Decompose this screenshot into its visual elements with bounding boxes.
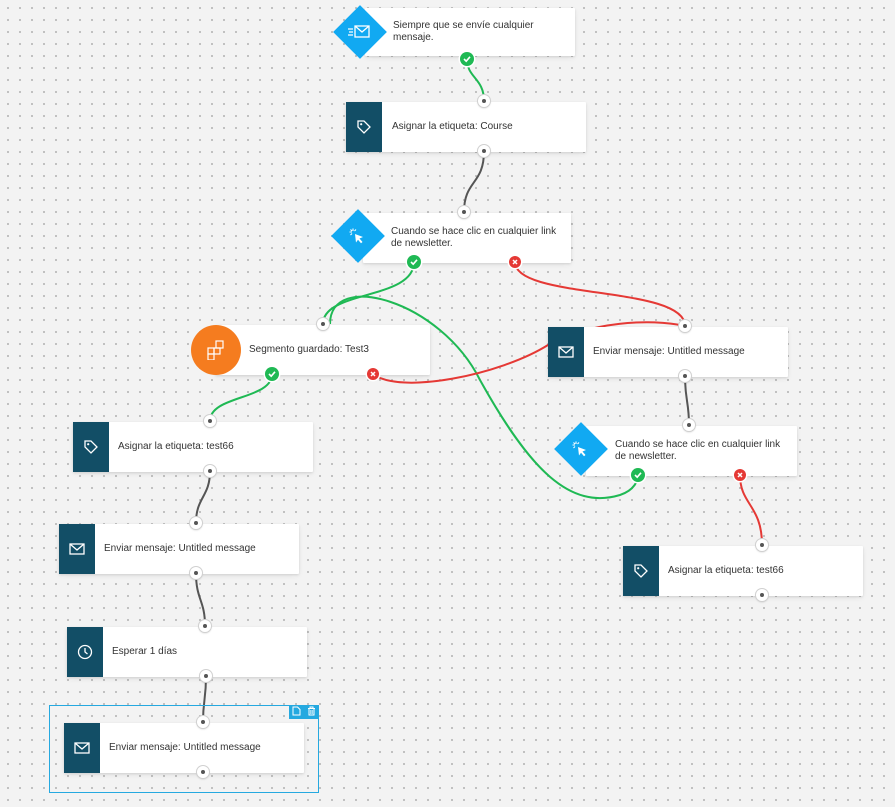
trigger-diamond[interactable] <box>332 5 387 59</box>
node-label: Segmento guardado: Test3 <box>249 344 369 355</box>
node-label: Esperar 1 días <box>112 646 178 657</box>
selection-toolbar <box>289 705 319 719</box>
input-port[interactable] <box>458 206 470 218</box>
click-trigger-diamond[interactable] <box>330 209 385 263</box>
connector-tag-course-to-click-1 <box>463 150 485 213</box>
node-tag-test66-right[interactable]: Asignar la etiqueta: test66 <box>623 546 863 596</box>
click-trigger-diamond[interactable] <box>553 422 608 476</box>
node-wait[interactable]: Esperar 1 días <box>67 627 307 677</box>
no-badge[interactable] <box>367 368 379 380</box>
cursor-click-icon <box>553 422 607 476</box>
input-port[interactable] <box>478 95 490 107</box>
node-click-1[interactable]: Cuando se hace clic en cualquier link de… <box>363 213 571 263</box>
node-tag-course[interactable]: Asignar la etiqueta: Course <box>346 102 586 152</box>
output-port[interactable] <box>190 567 202 579</box>
input-port[interactable] <box>317 318 329 330</box>
envelope-icon <box>59 524 95 574</box>
node-tag-test66-left[interactable]: Asignar la etiqueta: test66 <box>73 422 313 472</box>
yes-badge[interactable] <box>265 367 279 381</box>
connector-segment-yes-to-tag-test66 <box>209 373 273 422</box>
output-port[interactable] <box>478 145 490 157</box>
node-label: Cuando se hace clic en cualquier link de… <box>615 439 781 462</box>
connector-tag-test66-to-send-left <box>195 470 211 524</box>
node-label: Siempre que se envíe cualquier mensaje. <box>393 20 534 43</box>
node-label: Enviar mensaje: Untitled message <box>109 742 261 753</box>
output-port[interactable] <box>756 589 768 601</box>
tag-icon <box>346 102 382 152</box>
node-label: Enviar mensaje: Untitled message <box>104 543 256 554</box>
connector-click-1-yes-to-segment <box>322 261 415 325</box>
yes-badge[interactable] <box>631 468 645 482</box>
output-port[interactable] <box>679 370 691 382</box>
yes-badge[interactable] <box>407 255 421 269</box>
selection-frame <box>49 705 319 793</box>
trash-icon[interactable] <box>307 703 316 721</box>
no-badge[interactable] <box>509 256 521 268</box>
input-port[interactable] <box>199 620 211 632</box>
email-send-icon <box>332 5 386 59</box>
tag-icon <box>623 546 659 596</box>
input-port[interactable] <box>197 716 209 728</box>
input-port[interactable] <box>756 539 768 551</box>
connector-click-2-no-to-tag-test66-right <box>739 474 763 546</box>
node-label: Asignar la etiqueta: Course <box>392 121 513 132</box>
output-port[interactable] <box>197 766 209 778</box>
node-label: Asignar la etiqueta: test66 <box>118 441 234 452</box>
connector-click-1-no-to-send-right <box>514 261 686 327</box>
output-port[interactable] <box>204 465 216 477</box>
no-badge[interactable] <box>734 469 746 481</box>
tag-icon <box>73 422 109 472</box>
envelope-icon <box>64 723 100 773</box>
input-port[interactable] <box>190 517 202 529</box>
segment-icon[interactable] <box>191 325 241 375</box>
node-send-left[interactable]: Enviar mensaje: Untitled message <box>59 524 299 574</box>
node-send-right[interactable]: Enviar mensaje: Untitled message <box>548 327 788 377</box>
node-label: Enviar mensaje: Untitled message <box>593 346 745 357</box>
node-segment[interactable]: Segmento guardado: Test3 <box>215 325 430 375</box>
yes-badge <box>460 52 474 66</box>
output-port[interactable] <box>200 670 212 682</box>
connector-send-left-to-wait <box>195 572 206 627</box>
envelope-icon <box>548 327 584 377</box>
copy-icon[interactable] <box>292 703 301 721</box>
connector-send-right-to-click-2 <box>684 375 690 426</box>
node-label: Asignar la etiqueta: test66 <box>668 565 784 576</box>
node-send-selected[interactable]: Enviar mensaje: Untitled message <box>64 723 304 773</box>
input-port[interactable] <box>204 415 216 427</box>
node-label: Cuando se hace clic en cualquier link de… <box>391 226 557 249</box>
input-port[interactable] <box>683 419 695 431</box>
cursor-click-icon <box>330 209 384 263</box>
node-trigger-send[interactable]: Siempre que se envíe cualquier mensaje. <box>365 8 575 56</box>
clock-icon <box>67 627 103 677</box>
node-click-2[interactable]: Cuando se hace clic en cualquier link de… <box>586 426 797 476</box>
input-port[interactable] <box>679 320 691 332</box>
